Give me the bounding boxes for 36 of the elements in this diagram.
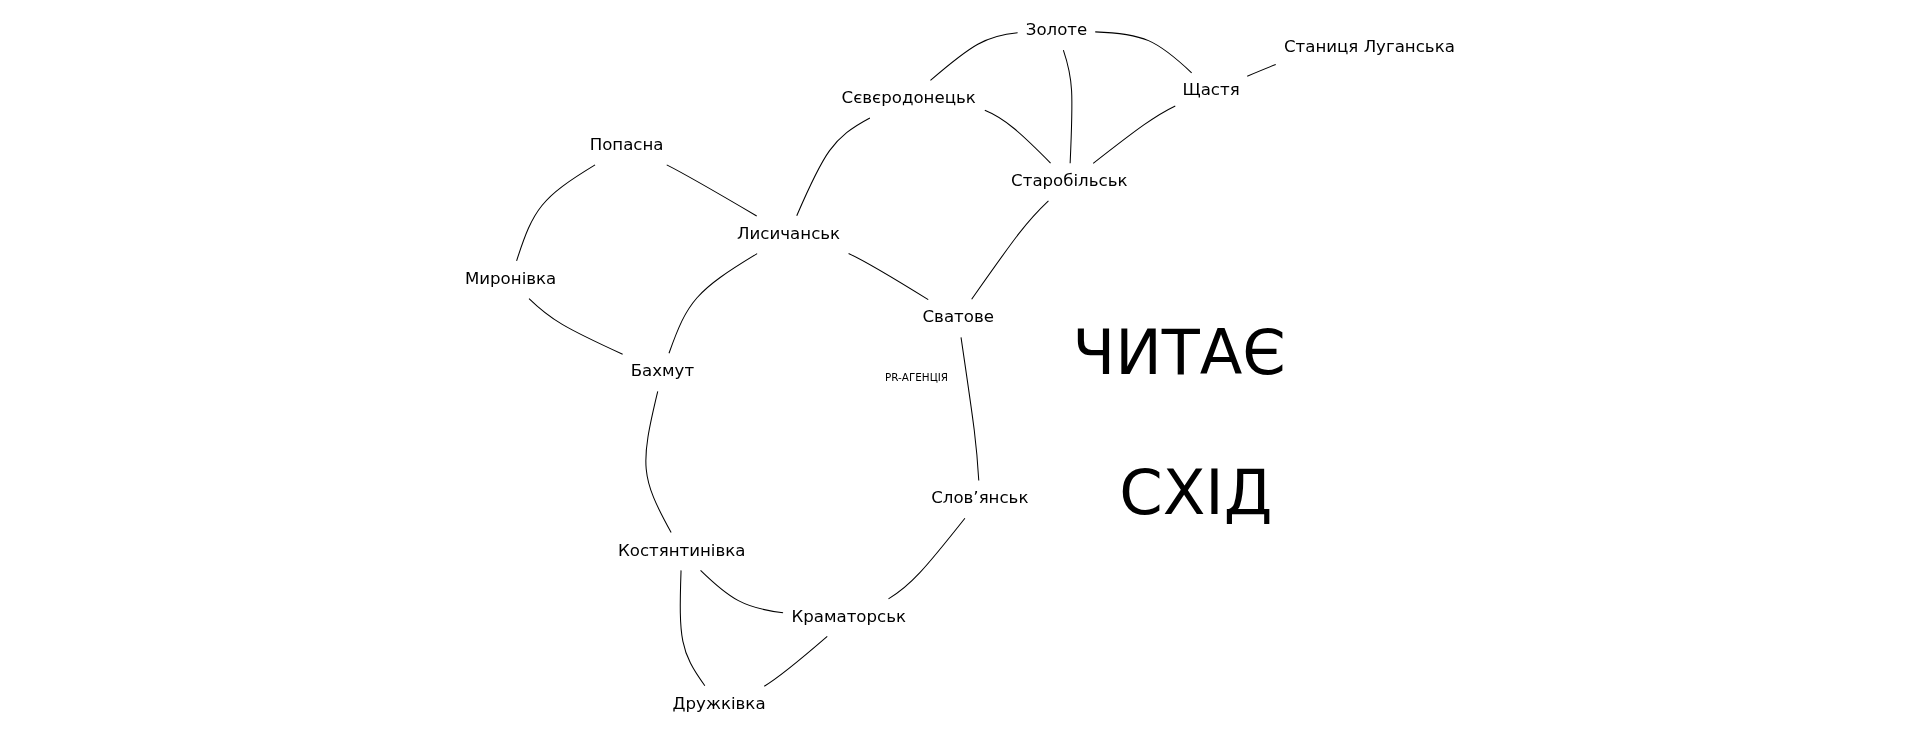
connector — [516, 164, 596, 262]
node-text: Краматорськ — [791, 606, 907, 626]
connector — [1246, 64, 1277, 77]
node-text: Лисичанськ — [737, 223, 841, 243]
connector — [960, 336, 980, 482]
node-text: Бахмут — [630, 361, 695, 381]
node-text: Миронівка — [464, 268, 557, 288]
connector — [929, 32, 1019, 81]
connector — [1062, 49, 1073, 164]
connector — [700, 569, 784, 614]
connector — [796, 117, 871, 217]
label: СХІД — [1119, 455, 1273, 529]
connector — [971, 200, 1049, 300]
connector — [763, 635, 828, 687]
node-text: Слов’янськ — [931, 488, 1029, 508]
label: ЧИТАЄ — [1072, 315, 1286, 389]
connector — [848, 252, 929, 301]
connector — [1092, 105, 1176, 164]
connector — [528, 298, 624, 355]
node-text: Костянтинівка — [617, 540, 746, 560]
label: PR-АГЕНЦІЯ — [885, 370, 948, 383]
connector — [666, 164, 758, 217]
connector — [645, 390, 672, 534]
connector — [1094, 31, 1193, 74]
node-text: Станиця Луганська — [1283, 36, 1455, 56]
node-text: Старобільськ — [1011, 171, 1128, 191]
node-text: Золоте — [1025, 20, 1088, 40]
node-text: Сватове — [922, 307, 994, 327]
connector — [887, 517, 966, 600]
node-text: Щастя — [1182, 80, 1240, 100]
connector — [984, 109, 1052, 164]
node-text: Сєвєродонецьк — [841, 88, 976, 108]
node-text: Дружківка — [672, 693, 766, 713]
connector — [668, 253, 758, 354]
node-text: Попасна — [589, 134, 664, 154]
connector — [679, 569, 706, 687]
